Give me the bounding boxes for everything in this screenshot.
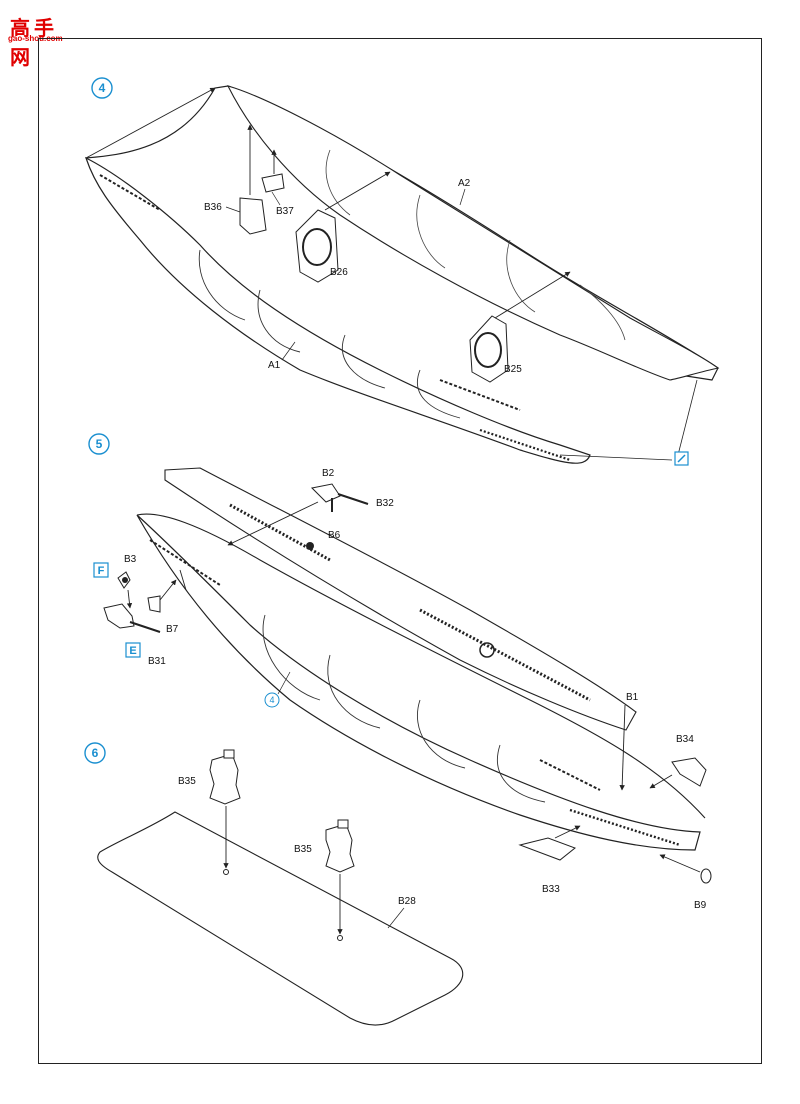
label-b34: B34	[676, 734, 694, 745]
part-b36	[239, 197, 267, 235]
hull-half-a2	[226, 85, 720, 381]
step-5: 5	[88, 433, 712, 911]
part-b9	[700, 868, 712, 884]
part-b2-b6-b32	[310, 483, 369, 512]
step-4-number: 4	[99, 81, 106, 95]
watermark-logo-text: 高手网	[10, 18, 58, 69]
marker-e	[125, 642, 141, 658]
marker-e-label: E	[129, 645, 136, 657]
step-4-circle	[91, 77, 113, 99]
label-a1: A1	[268, 360, 281, 371]
hull-assembled	[136, 514, 701, 851]
step-5-circle	[88, 433, 110, 455]
label-b7: B7	[166, 624, 179, 635]
part-b3-propeller	[117, 571, 131, 589]
part-b37	[261, 173, 285, 193]
step-5-number: 5	[96, 437, 103, 451]
label-b25: B25	[504, 364, 522, 375]
part-b35-right	[325, 819, 355, 873]
step-6-circle	[84, 742, 106, 764]
label-b32: B32	[376, 498, 394, 509]
step-ref-number: 4	[269, 695, 274, 705]
part-b28-stand-base	[97, 811, 464, 1026]
part-b1-deck	[164, 467, 637, 731]
page-frame	[38, 38, 762, 1064]
watermark-logo: 高手网 gao-shou.com	[4, 4, 76, 69]
label-b31: B31	[148, 656, 166, 667]
part-b35-left	[209, 749, 241, 805]
part-b7	[147, 595, 161, 613]
part-b26	[295, 209, 339, 283]
label-b28: B28	[398, 896, 416, 907]
label-b35-left: B35	[178, 776, 196, 787]
label-b9: B9	[694, 900, 707, 911]
step-6: 6 B35 B35 B28	[84, 742, 464, 1026]
step-ref-circle	[264, 692, 280, 708]
part-b34	[671, 757, 707, 787]
hull-half-a1	[84, 156, 591, 464]
label-a2: A2	[458, 178, 471, 189]
label-b35-right: B35	[294, 844, 312, 855]
label-b2: B2	[322, 468, 335, 479]
part-b31-rudder	[103, 603, 135, 629]
part-b33	[518, 837, 577, 861]
watermark-url: gao-shou.com	[8, 34, 63, 43]
label-b26: B26	[330, 267, 348, 278]
step-6-number: 6	[92, 746, 99, 760]
label-b1: B1	[626, 692, 639, 703]
part-b25	[469, 315, 509, 383]
label-b6: B6	[328, 530, 341, 541]
label-b3: B3	[124, 554, 137, 565]
step-4: 4	[84, 77, 720, 466]
marker-f-label: F	[98, 565, 105, 577]
label-b37: B37	[276, 206, 294, 217]
label-b36: B36	[204, 202, 222, 213]
marker-f	[93, 562, 109, 578]
label-b33: B33	[542, 884, 560, 895]
